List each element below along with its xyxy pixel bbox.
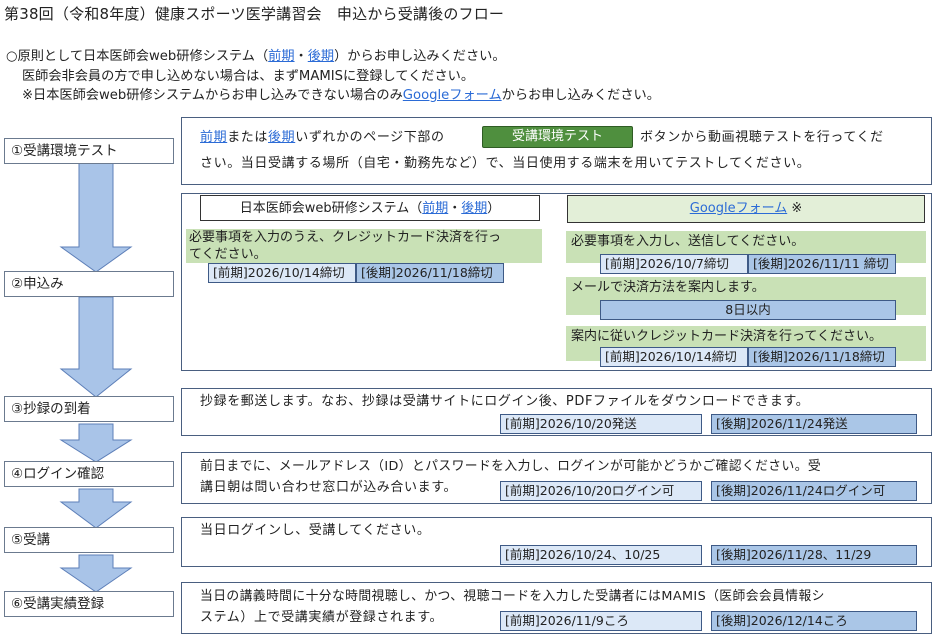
deadline-zenki: [前期]2026/10/7締切 bbox=[600, 254, 748, 274]
link-zenki[interactable]: 前期 bbox=[200, 130, 228, 145]
link-google-form[interactable]: Googleフォーム bbox=[689, 201, 788, 216]
link-zenki[interactable]: 前期 bbox=[268, 49, 295, 64]
intro-text: ）からお申し込みください。 bbox=[334, 49, 506, 64]
step2-box: 日本医師会web研修システム（前期・後期） 必要事項を入力のうえ、クレジットカー… bbox=[181, 193, 932, 371]
step4-text-1: 前日までに、メールアドレス（ID）とパスワードを入力し、ログインが可能かどうかご… bbox=[200, 459, 822, 474]
step1-line-2: さい。当日受講する場所（自宅・勤務先など）で、当日使用する端末を用いてテストして… bbox=[200, 156, 811, 171]
step5-text: 当日ログインし、受講してください。 bbox=[200, 523, 431, 538]
intro-text: ○原則として日本医師会web研修システム（ bbox=[6, 49, 269, 64]
date-zenki: [前期]2026/10/20発送 bbox=[500, 414, 702, 434]
intro-text: からお申し込みください。 bbox=[501, 88, 660, 103]
date-zenki: [前期]2026/11/9ころ bbox=[500, 611, 702, 631]
step-label-6: ⑥受講実績登録 bbox=[4, 591, 174, 617]
google-form-text-3: 案内に従いクレジットカード決済を行ってください。 bbox=[571, 329, 882, 344]
instruction-line-1: 必要事項を入力のうえ、クレジットカード決済を行っ bbox=[189, 230, 502, 245]
step-label-5: ⑤受講 bbox=[4, 527, 174, 553]
date-kouki: [後期]2026/12/14ころ bbox=[711, 611, 917, 631]
deadline-kouki: [後期]2026/11/11 締切 bbox=[748, 254, 896, 274]
web-system-instruction: 必要事項を入力のうえ、クレジットカード決済を行っ てください。 bbox=[186, 229, 542, 263]
google-form-text-2: メールで決済方法を案内します。 bbox=[571, 280, 765, 295]
step1-text: いずれかのページ下部の bbox=[295, 130, 445, 145]
deadline-zenki: [前期]2026/10/14締切 bbox=[208, 263, 356, 283]
web-system-header: 日本医師会web研修システム（前期・後期） bbox=[200, 195, 540, 221]
date-zenki: [前期]2026/10/24、10/25 bbox=[500, 545, 702, 565]
step-label-2: ②申込み bbox=[4, 271, 174, 297]
days-within: 8日以内 bbox=[600, 300, 896, 320]
header-sep: ・ bbox=[448, 201, 462, 216]
step6-box: 当日の講義時間に十分な時間視聴し、かつ、視聴コードを入力した受講者にはMAMIS… bbox=[181, 582, 932, 634]
intro-line-2: 医師会非会員の方で申し込めない場合は、まずMAMISに登録してください。 bbox=[22, 69, 475, 84]
step-label-1: ①受講環境テスト bbox=[4, 138, 174, 164]
date-zenki: [前期]2026/10/20ログイン可 bbox=[500, 481, 702, 501]
link-kouki[interactable]: 後期 bbox=[268, 130, 296, 145]
date-kouki: [後期]2026/11/24発送 bbox=[711, 414, 917, 434]
step5-box: 当日ログインし、受講してください。 [前期]2026/10/24、10/25 [… bbox=[181, 517, 932, 567]
arrow-4-5 bbox=[59, 488, 133, 529]
header-text: ） bbox=[487, 201, 501, 216]
link-zenki[interactable]: 前期 bbox=[422, 201, 449, 216]
arrow-1-2 bbox=[59, 162, 133, 273]
step6-text-2: ステム）上で受講実績が登録されます。 bbox=[200, 610, 444, 625]
arrow-2-3 bbox=[59, 296, 133, 398]
test-environment-button[interactable]: 受講環境テスト bbox=[482, 126, 633, 148]
header-mark: ※ bbox=[791, 201, 803, 216]
date-kouki: [後期]2026/11/28、11/29 bbox=[711, 545, 917, 565]
intro-line-3: ※日本医師会web研修システムからお申し込みできない場合のみGoogleフォーム… bbox=[22, 84, 660, 103]
step1-box: 前期または後期いずれかのページ下部の 受講環境テスト ボタンから動画視聴テストを… bbox=[181, 117, 932, 185]
deadline-zenki: [前期]2026/10/14締切 bbox=[600, 347, 748, 367]
step4-box: 前日までに、メールアドレス（ID）とパスワードを入力し、ログインが可能かどうかご… bbox=[181, 452, 932, 504]
step-label-4: ④ログイン確認 bbox=[4, 461, 174, 487]
intro-text: ※日本医師会web研修システムからお申し込みできない場合のみ bbox=[22, 88, 403, 103]
step1-line-1: 前期または後期いずれかのページ下部の bbox=[200, 127, 445, 149]
step-label-3: ③抄録の到着 bbox=[4, 396, 174, 422]
step1-text-after-button: ボタンから動画視聴テストを行ってくだ bbox=[640, 130, 884, 145]
deadline-kouki: [後期]2026/11/18締切 bbox=[748, 347, 896, 367]
step6-text-1: 当日の講義時間に十分な時間視聴し、かつ、視聴コードを入力した受講者にはMAMIS… bbox=[200, 589, 825, 604]
step3-text: 抄録を郵送します。なお、抄録は受講サイトにログイン後、PDFファイルをダウンロー… bbox=[200, 394, 810, 409]
link-kouki[interactable]: 後期 bbox=[307, 49, 335, 64]
arrow-3-4 bbox=[59, 423, 133, 463]
intro-line-1: ○原則として日本医師会web研修システム（前期・後期）からお申し込みください。 bbox=[6, 45, 506, 64]
arrow-5-6 bbox=[59, 554, 133, 593]
google-form-text-1: 必要事項を入力し、送信してください。 bbox=[571, 234, 805, 249]
step1-text: または bbox=[227, 130, 269, 145]
instruction-line-2: てください。 bbox=[189, 247, 267, 262]
deadline-kouki: [後期]2026/11/18締切 bbox=[356, 263, 504, 283]
header-text: 日本医師会web研修システム（ bbox=[239, 201, 423, 216]
step4-text-2: 講日朝は問い合わせ窓口が込み合います。 bbox=[200, 480, 458, 495]
step3-box: 抄録を郵送します。なお、抄録は受講サイトにログイン後、PDFファイルをダウンロー… bbox=[181, 388, 932, 436]
intro-sep: ・ bbox=[294, 49, 308, 64]
google-form-header: Googleフォーム ※ bbox=[567, 195, 925, 223]
link-kouki[interactable]: 後期 bbox=[461, 201, 488, 216]
date-kouki: [後期]2026/11/24ログイン可 bbox=[711, 481, 917, 501]
page-title: 第38回（令和8年度）健康スポーツ医学講習会 申込から受講後のフロー bbox=[4, 5, 505, 23]
link-google-form[interactable]: Googleフォーム bbox=[402, 88, 502, 103]
